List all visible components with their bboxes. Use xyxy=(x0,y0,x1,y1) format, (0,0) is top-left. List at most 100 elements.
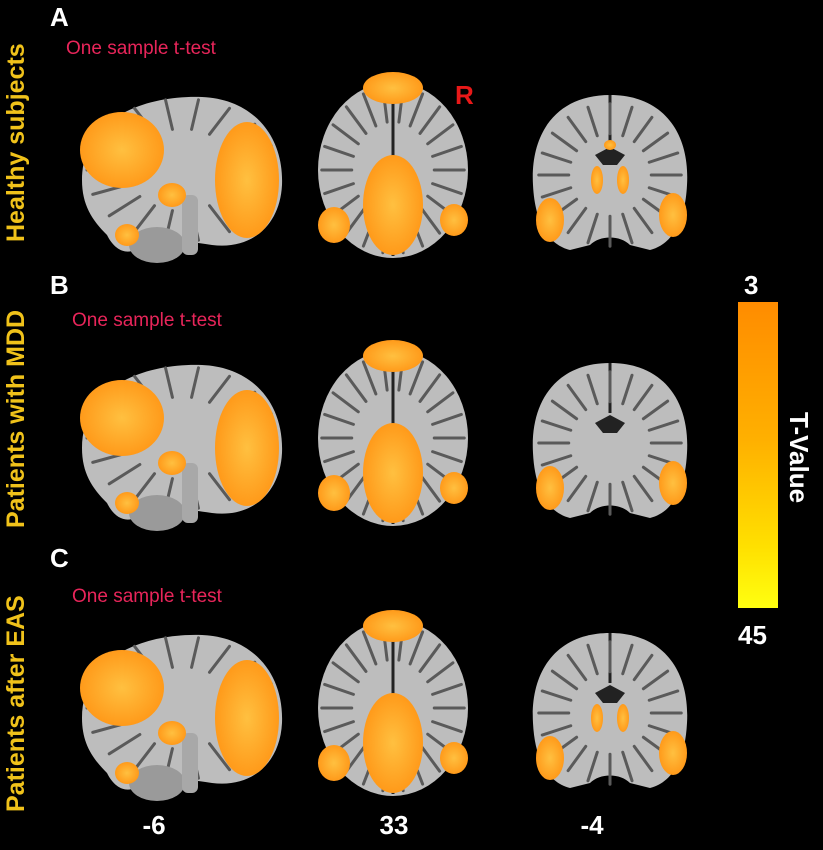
sulcus xyxy=(418,743,442,773)
activation-mpfc xyxy=(363,72,423,104)
sulcus xyxy=(208,106,231,136)
sulcus xyxy=(586,480,599,513)
sulcus xyxy=(647,151,680,164)
brainstem xyxy=(182,463,198,523)
sulcus xyxy=(208,644,231,674)
sulcus xyxy=(133,742,156,772)
panel-letter-b: B xyxy=(50,270,69,300)
cerebellum xyxy=(129,495,185,531)
ventricles xyxy=(595,685,625,703)
sulcus xyxy=(540,724,573,737)
sulcus xyxy=(621,105,634,138)
cerebellum xyxy=(129,227,185,263)
sulcus xyxy=(550,131,579,153)
activation-right-parietal xyxy=(440,742,468,774)
panel-letter-c: C xyxy=(50,543,69,573)
sulcus xyxy=(632,653,654,682)
sulcus xyxy=(586,105,599,138)
sulcus xyxy=(361,92,378,128)
sulcus xyxy=(408,360,425,396)
sulcus xyxy=(361,360,378,396)
sulcus xyxy=(566,383,588,412)
activation-right-parietal xyxy=(440,472,468,504)
sulcus xyxy=(323,682,355,696)
sulcus xyxy=(431,682,463,696)
coronal-brain xyxy=(532,95,688,250)
sulcus xyxy=(586,643,599,676)
activation-temporal xyxy=(115,224,139,246)
ventricles xyxy=(595,415,625,433)
sulcus xyxy=(566,474,588,503)
activation-left-parietal xyxy=(318,475,350,511)
sulcus xyxy=(418,473,442,503)
colorbar-gradient xyxy=(738,302,778,608)
sulcus xyxy=(566,653,588,682)
sulcus xyxy=(190,366,200,399)
sagittal-slice-healthy xyxy=(80,96,283,263)
activation-temporal xyxy=(115,762,139,784)
sulcus xyxy=(431,144,463,158)
sulcus xyxy=(621,212,634,245)
sulcus xyxy=(540,419,573,432)
sulcus xyxy=(621,373,634,406)
coord-coronal: -4 xyxy=(580,810,604,840)
sulcus xyxy=(647,419,680,432)
coronal-slice-mdd xyxy=(532,363,688,518)
colorbar-bottom-value: 45 xyxy=(738,620,767,650)
sulcus xyxy=(344,373,368,403)
activation-posterior xyxy=(80,380,164,456)
test-label-a: One sample t-test xyxy=(66,38,216,59)
sulcus xyxy=(566,744,588,773)
sulcus xyxy=(566,206,588,235)
sulcus xyxy=(641,669,670,691)
sulcus xyxy=(208,742,231,772)
sulcus xyxy=(426,123,455,146)
activation-left-temporal xyxy=(536,466,564,510)
sulcus xyxy=(164,98,174,131)
sulcus xyxy=(550,669,579,691)
test-label-c: One sample t-test xyxy=(72,586,222,607)
sulcus xyxy=(107,463,142,486)
sulcus xyxy=(586,750,599,783)
sulcus xyxy=(344,105,368,135)
sulcus xyxy=(431,182,463,196)
sulcus xyxy=(540,151,573,164)
sulcus xyxy=(540,689,573,702)
coord-axial: 33 xyxy=(379,810,409,840)
sulcus xyxy=(621,480,634,513)
sulcus xyxy=(208,204,231,234)
sulcus xyxy=(431,412,463,426)
sulcus xyxy=(331,123,360,146)
activation-left-temporal xyxy=(536,198,564,242)
sulcus xyxy=(632,206,654,235)
test-label-b: One sample t-test xyxy=(72,310,222,331)
coronal-brain xyxy=(532,363,688,518)
activation-caudate-r xyxy=(617,704,629,732)
sulcus xyxy=(408,630,425,666)
coronal-slice-eas xyxy=(532,633,688,788)
sulcus xyxy=(566,115,588,144)
sagittal-slice-mdd xyxy=(80,364,283,531)
sulcus xyxy=(133,204,156,234)
sagittal-slice-eas xyxy=(80,634,283,801)
activation-precuneus xyxy=(363,693,423,793)
sulcus xyxy=(586,373,599,406)
sulcus xyxy=(107,195,142,218)
coronal-slice-healthy xyxy=(532,95,688,250)
activation-caudate-r xyxy=(617,166,629,194)
sulcus xyxy=(540,186,573,199)
activation-posterior xyxy=(80,112,164,188)
axial-slice-eas xyxy=(318,610,468,796)
activation-left-parietal xyxy=(318,745,350,781)
colorbar-title: T-Value xyxy=(784,412,814,504)
activation-caudate-l xyxy=(591,166,603,194)
sulcus xyxy=(107,733,142,756)
row-label-eas: Patients after EAS xyxy=(2,595,30,812)
activation-left-parietal xyxy=(318,207,350,243)
sulcus xyxy=(331,391,360,414)
colorbar-top-value: 3 xyxy=(744,270,759,300)
sulcus xyxy=(331,661,360,684)
activation-right-parietal xyxy=(440,204,468,236)
activation-right-temporal xyxy=(659,193,687,237)
activation-right-temporal xyxy=(659,461,687,505)
